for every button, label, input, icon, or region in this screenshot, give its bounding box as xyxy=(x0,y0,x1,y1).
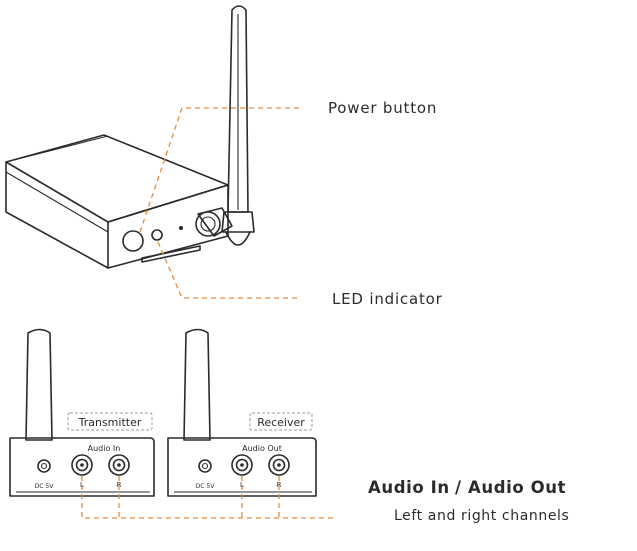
antenna-connector-icon xyxy=(195,207,233,237)
audio-separator: / xyxy=(455,478,462,497)
transmitter-tag-box xyxy=(67,412,153,431)
power-button-icon[interactable] xyxy=(122,230,144,252)
channels-label: Left and right channels xyxy=(394,508,569,524)
rca-right-icon xyxy=(108,454,130,476)
led-indicator-leader xyxy=(157,241,298,299)
power-button-leader xyxy=(139,107,300,233)
receiver-panel: Receiver Audio Out DC 5V L R xyxy=(167,328,317,497)
dc-jack-icon xyxy=(37,459,51,473)
transmitter-dc-label: DC 5V xyxy=(35,483,55,490)
receiver-tag: Receiver xyxy=(257,416,305,429)
receiver-panel-title: Audio Out xyxy=(242,444,282,453)
rca-right-icon xyxy=(268,454,290,476)
power-button-label: Power button xyxy=(328,99,437,117)
audio-in-out-label: Audio In / Audio Out xyxy=(368,478,566,497)
led-indicator-icon xyxy=(151,229,163,241)
led-indicator-label: LED indicator xyxy=(332,290,443,308)
antenna-top xyxy=(221,5,255,246)
receiver-dc-label: DC 5V xyxy=(196,483,216,490)
transmitter-tag: Transmitter xyxy=(78,416,142,429)
receiver-tag-box xyxy=(249,412,313,431)
transmitter-box xyxy=(5,134,229,269)
audio-leader-lines xyxy=(81,476,336,519)
device-3d-view xyxy=(5,5,300,299)
transmitter-panel: Transmitter Audio In DC 5V L R xyxy=(9,328,155,497)
audio-out-label: Audio Out xyxy=(468,478,566,497)
audio-in-label: Audio In xyxy=(368,478,450,497)
transmitter-panel-title: Audio In xyxy=(88,444,121,453)
rca-left-icon xyxy=(231,454,253,476)
small-hole-icon xyxy=(179,226,183,230)
dc-jack-icon xyxy=(198,459,212,473)
rca-left-icon xyxy=(71,454,93,476)
